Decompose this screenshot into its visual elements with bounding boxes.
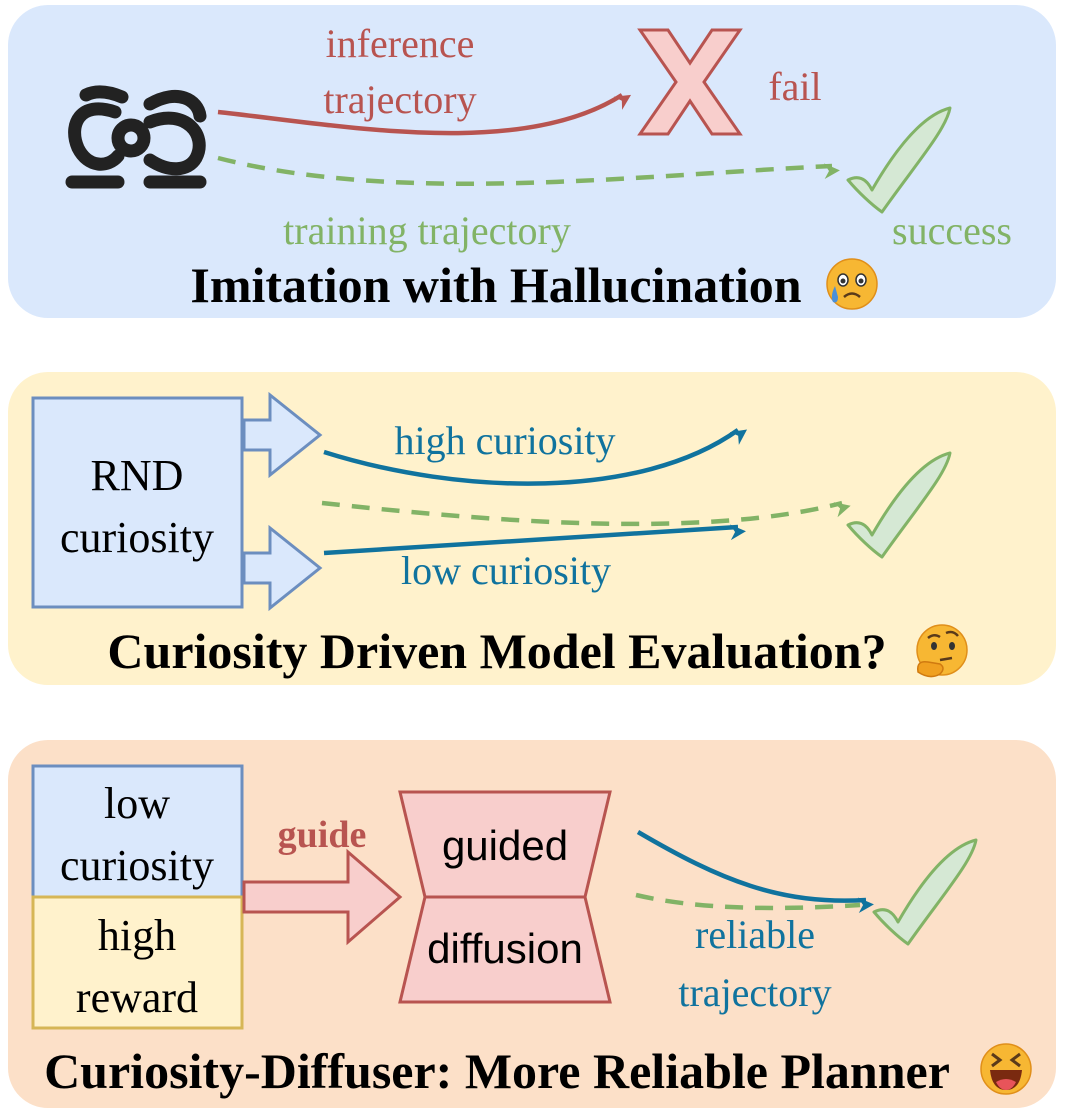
low-curiosity-box (31, 764, 244, 899)
cross-icon (637, 28, 743, 136)
inference-label-line1: inference (326, 21, 475, 66)
reliable-label-line1: reliable (695, 912, 815, 957)
crying-face-icon (826, 258, 878, 310)
fail-label: fail (768, 64, 821, 109)
high-reward-box (31, 895, 244, 1030)
checkmark-icon (872, 838, 978, 946)
checkmark-icon (846, 106, 952, 214)
high-reward-line2: reward (76, 973, 198, 1022)
training-label: training trajectory (283, 208, 571, 253)
diffusion-block (398, 895, 612, 1004)
panel-imitation: inference trajectory fail training traje… (8, 5, 1056, 318)
block-arrow-lower (242, 524, 323, 612)
reference-dashed-line (635, 892, 861, 911)
guide-label: guide (278, 814, 367, 856)
high-curiosity-label: high curiosity (394, 418, 615, 463)
high-curiosity-arrow (323, 428, 748, 486)
rnd-label-line2: curiosity (60, 513, 214, 562)
reference-trajectory-arrow (321, 500, 851, 527)
inference-trajectory-arrow (217, 93, 632, 136)
guided-label: guided (442, 822, 568, 869)
low-curiosity-label: low curiosity (401, 548, 611, 593)
diffusion-label: diffusion (427, 925, 583, 972)
panel-evaluation-title: Curiosity Driven Model Evaluation? (107, 623, 886, 679)
panel-curiosity-diffuser: low curiosity high reward guide guided d… (8, 740, 1056, 1108)
panel-diffuser-title: Curiosity-Diffuser: More Reliable Planne… (44, 1043, 950, 1099)
block-arrow-upper (242, 391, 323, 479)
laughing-face-icon (980, 1043, 1032, 1095)
guide-block-arrow (242, 848, 403, 946)
panel-imitation-title: Imitation with Hallucination (190, 257, 801, 313)
low-curiosity-line2: curiosity (60, 841, 214, 890)
low-curiosity-line1: low (104, 779, 170, 828)
thinking-face-icon (916, 624, 968, 678)
panel-imitation-background (8, 5, 1056, 318)
inference-label-line2: trajectory (323, 77, 476, 122)
reliable-trajectory-arrow (636, 830, 874, 914)
training-trajectory-arrow (217, 155, 840, 186)
checkmark-icon (846, 451, 952, 559)
success-label: success (892, 208, 1012, 253)
panel-curiosity-evaluation: RND curiosity high curiosity low curiosi… (8, 372, 1056, 685)
reliable-label-line2: trajectory (678, 970, 831, 1015)
robot-icon (65, 85, 207, 189)
high-reward-line1: high (98, 911, 176, 960)
low-curiosity-arrow (323, 524, 746, 556)
rnd-curiosity-box (31, 396, 244, 609)
rnd-label-line1: RND (91, 451, 184, 500)
